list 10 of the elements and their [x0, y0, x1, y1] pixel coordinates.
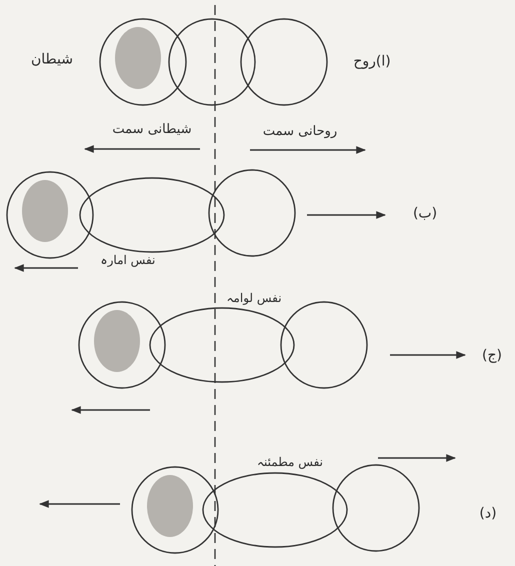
text-label: (ب)	[412, 206, 438, 222]
text-label: روحانی سمت	[262, 124, 338, 140]
text-label: (ج)	[482, 348, 502, 364]
text-label: شیطانی سمت	[112, 122, 192, 138]
text-label: نفس امارہ	[100, 252, 156, 268]
text-label: شیطان	[31, 52, 73, 68]
text-label: نفس لوامہ	[226, 290, 282, 306]
text-label: (ا)روح	[353, 54, 391, 70]
text-label: نفس مطمئنہ	[257, 454, 323, 470]
text-label: (د)	[479, 506, 497, 522]
